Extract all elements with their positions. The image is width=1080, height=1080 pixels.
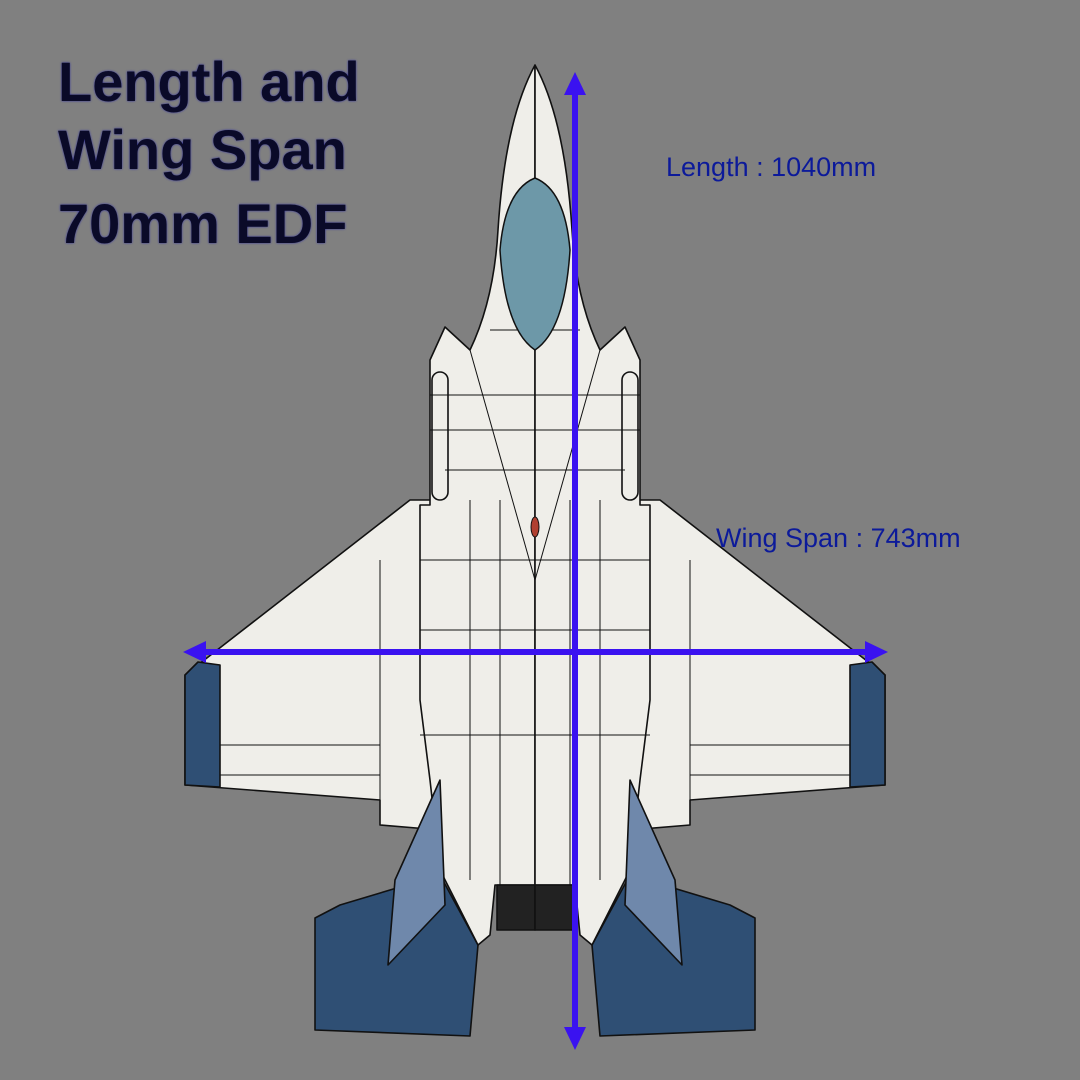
wingtip xyxy=(184,661,221,788)
title-line-3: 70mm EDF xyxy=(58,192,348,255)
wingspan-label: Wing Span : 743mm xyxy=(716,523,961,553)
wing xyxy=(184,499,441,831)
title-line-2: Wing Span xyxy=(58,118,347,181)
title-line-1: Length and xyxy=(58,50,360,113)
beacon-light xyxy=(530,516,540,538)
aircraft-left-half xyxy=(184,64,536,1037)
length-arrow xyxy=(564,72,586,1050)
length-label: Length : 1040mm xyxy=(666,152,877,182)
vertical-tail xyxy=(387,779,446,966)
canopy xyxy=(499,177,571,351)
wingspan-arrow xyxy=(183,641,888,663)
